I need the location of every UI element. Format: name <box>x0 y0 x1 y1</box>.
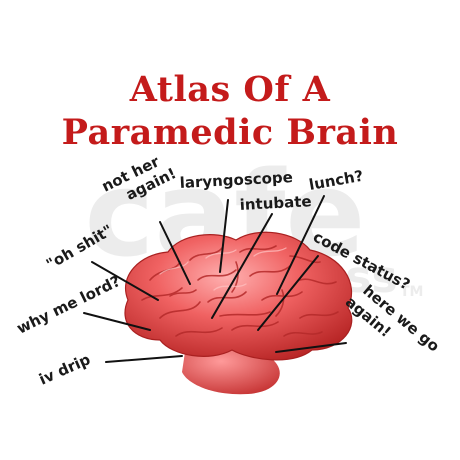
brain-stem <box>182 347 280 395</box>
label-intubate: intubate <box>239 192 312 214</box>
pointer-not-her-again <box>159 221 191 285</box>
label-laryngoscope: laryngoscope <box>179 168 293 192</box>
title-line-2: Paramedic Brain <box>61 112 399 153</box>
pointer-iv-drip <box>105 355 183 363</box>
pointer-oh-shit <box>91 261 159 301</box>
pointer-why-me-lord <box>83 312 151 331</box>
pointer-lunch <box>276 195 325 295</box>
title-line-1: Atlas Of A <box>129 69 331 110</box>
pointer-code-status <box>257 255 319 331</box>
label-why-me-lord: why me lord? <box>14 272 123 338</box>
pointer-laryngoscope <box>219 199 229 273</box>
pointer-intubate <box>211 213 273 319</box>
label-iv-drip: iv drip <box>36 350 93 389</box>
pointer-lines <box>83 195 347 363</box>
pointer-here-we-go-again <box>275 342 347 353</box>
watermark-trademark: TM <box>400 284 423 300</box>
